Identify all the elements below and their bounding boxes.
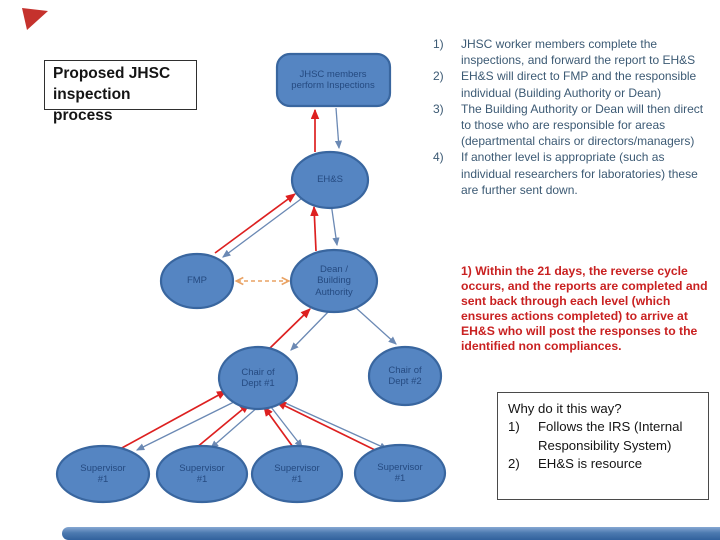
arrow-blue-chair1-to-sup1 [135,397,243,451]
node-jhsc-shape [275,52,392,108]
why-box-title: Why do it this way? [508,401,622,416]
arrow-blue-dean-to-chair2 [354,306,397,345]
node-dean-shape [289,248,379,314]
why-item-text: Follows the IRS (Internal Responsibility… [538,419,683,453]
arrow-red-sup2-to-chair1 [195,403,250,449]
process-step: 1) JHSC worker members complete the insp… [433,36,720,68]
title-box: Proposed JHSC inspection process [44,60,197,124]
arrow-blue-chair1-to-sup4 [282,401,389,450]
node-ehs-shape [290,150,370,210]
arrow-blue-ehs-to-dean [330,202,340,247]
why-box: Why do it this way? 1) Follows the IRS (… [497,392,709,500]
arrow-blue-jhsc-to-ehs [334,107,343,150]
step-number: 2) [433,69,444,84]
arrow-blue-dean-to-chair1 [290,309,331,351]
node-sup1-shape [55,444,151,504]
node-chair1-shape [217,345,299,411]
arrow-red-sup4-to-chair1 [275,401,378,452]
process-steps-list: 1) JHSC worker members complete the insp… [433,36,720,198]
step-text: The Building Authority or Dean will then… [461,101,704,149]
reverse-cycle-note: 1) Within the 21 days, the reverse cycle… [461,264,708,353]
arrow-red-fmp-to-ehs [214,193,296,254]
step-number: 1) [433,37,444,51]
step-text: EH&S will direct to FMP and the responsi… [461,69,697,100]
arrow-red-sup1-to-chair1 [119,390,228,450]
step-text: If another level is appropriate (such as… [461,150,698,197]
footer-bar-decoration [62,527,720,540]
node-sup3-shape [250,444,344,504]
step-number: 3) [433,101,444,116]
process-step: 4) If another level is appropriate (such… [433,149,720,198]
node-fmp-shape [159,252,235,310]
step-number: 4) [433,150,444,165]
why-item: 1) Follows the IRS (Internal Responsibil… [508,418,700,455]
arrow-red-sup3-to-chair1 [263,406,294,448]
why-item-number: 1) [508,419,520,435]
process-step: 2) EH&S will direct to FMP and the respo… [433,68,720,100]
why-item: 2) EH&S is resource [508,455,700,473]
slide-title: Proposed JHSC inspection process [53,65,171,124]
node-sup2-shape [155,444,249,504]
why-item-text: EH&S is resource [538,456,643,472]
corner-triangle-decoration [22,8,48,30]
arrow-blue-chair1-to-sup3 [270,406,303,448]
node-sup4-shape [353,443,447,503]
step-text: JHSC worker members complete the inspect… [461,37,696,68]
arrow-red-dean-to-ehs [310,205,319,252]
arrow-blue-chair1-to-sup2 [210,405,260,449]
node-chair2-shape [367,345,443,407]
process-step: 3) The Building Authority or Dean will t… [433,101,720,150]
why-item-number: 2) [508,456,520,472]
arrow-blue-ehs-to-fmp [222,195,306,258]
arrow-red-chair1-to-dean [268,308,311,350]
